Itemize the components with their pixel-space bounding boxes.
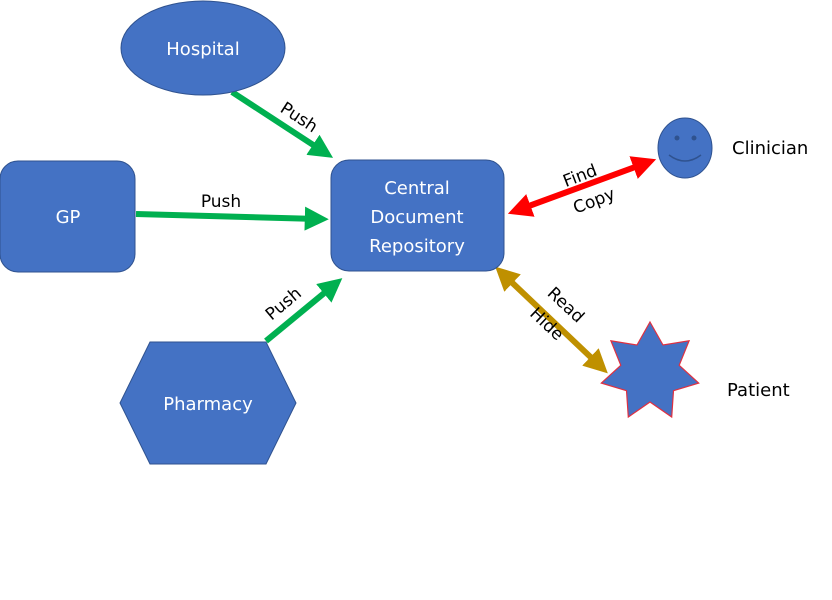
central-label-line-2: Document	[370, 207, 463, 228]
edge-pharmacy-to-central: Push	[262, 278, 343, 344]
edge-hospital-to-central: Push	[230, 89, 334, 158]
edge-label-hospital-push: Push	[276, 98, 321, 137]
star-icon	[600, 320, 700, 419]
gp-label: GP	[56, 207, 81, 228]
hospital-label: Hospital	[166, 39, 239, 60]
node-pharmacy[interactable]: Pharmacy	[119, 341, 297, 465]
edge-clinician-central: Find Copy	[507, 156, 657, 218]
pharmacy-label: Pharmacy	[163, 394, 253, 415]
node-central-repository[interactable]: Central Document Repository	[330, 159, 505, 272]
edge-patient-central: Read Hide	[495, 266, 608, 374]
hospital-ellipse	[120, 0, 286, 96]
read-hide-arrow	[495, 266, 608, 374]
push-arrow-hospital	[230, 89, 334, 158]
central-box	[330, 159, 505, 272]
push-arrow-pharmacy	[264, 278, 343, 344]
pharmacy-hexagon	[119, 341, 297, 465]
clinician-label: Clinician	[732, 138, 808, 159]
edge-gp-to-central: Push	[135, 192, 329, 231]
gp-box	[0, 160, 136, 273]
find-copy-arrow	[507, 156, 657, 217]
central-label-line-3: Repository	[369, 236, 465, 257]
smiley-face-icon	[657, 117, 713, 179]
node-hospital[interactable]: Hospital	[120, 0, 286, 96]
push-arrow-gp	[135, 206, 329, 231]
edge-label-pharmacy-push: Push	[262, 284, 306, 325]
node-patient[interactable]: Patient	[600, 320, 790, 419]
edge-label-gp-push: Push	[201, 192, 241, 212]
central-label-line-1: Central	[384, 178, 450, 199]
patient-label: Patient	[727, 380, 790, 401]
node-gp[interactable]: GP	[0, 160, 136, 273]
node-clinician[interactable]: Clinician	[657, 117, 808, 179]
